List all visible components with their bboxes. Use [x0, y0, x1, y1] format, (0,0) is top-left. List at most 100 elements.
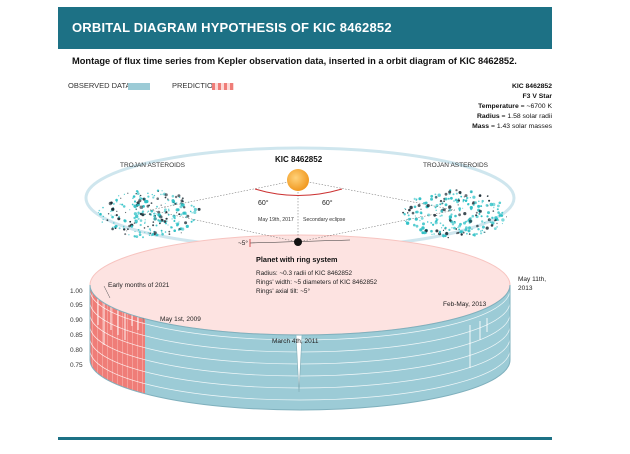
asteroid-dot [146, 204, 150, 208]
asteroid-dot [439, 232, 441, 235]
asteroid-dot [167, 213, 170, 216]
asteroid-dot [183, 206, 186, 209]
flux-tick: 0.80 [70, 347, 83, 354]
asteroid-dot [148, 213, 151, 216]
flux-tick: 0.75 [70, 362, 83, 369]
asteroid-dot [98, 209, 101, 212]
asteroid-dot [419, 219, 421, 222]
star-mass-value: 1.43 solar masses [496, 123, 552, 130]
asteroid-dot [484, 231, 486, 233]
asteroid-dot [487, 211, 490, 215]
asteroid-dot [457, 231, 460, 234]
asteroid-dot [174, 195, 178, 199]
asteroid-dot [501, 211, 504, 214]
asteroid-dot [102, 218, 104, 221]
asteroid-dot [457, 198, 460, 200]
footer-rule [58, 437, 552, 440]
asteroid-dot [173, 229, 176, 232]
asteroid-dot [444, 192, 448, 196]
asteroid-dot [451, 227, 453, 229]
asteroid-dot [176, 223, 179, 227]
asteroid-dot [417, 204, 421, 207]
asteroid-dot [408, 208, 411, 212]
asteroid-dot [159, 222, 161, 225]
asteroid-dot [414, 210, 418, 214]
asteroid-dot [156, 205, 158, 208]
asteroid-dot [439, 203, 442, 206]
legend-prediction-swatch [212, 83, 234, 90]
asteroid-dot [161, 232, 164, 236]
asteroid-dot [180, 199, 184, 203]
asteroid-dot [134, 230, 136, 233]
asteroid-dot [128, 224, 131, 228]
asteroid-dot [116, 201, 118, 203]
asteroid-dot [444, 226, 447, 229]
asteroid-dot [474, 201, 477, 205]
asteroid-dot [111, 227, 114, 231]
asteroid-dot [136, 201, 140, 205]
asteroid-dot [480, 230, 482, 232]
trojan-asteroids-right [402, 189, 507, 239]
asteroid-dot [153, 194, 156, 197]
asteroid-dot [164, 208, 167, 212]
asteroid-dot [404, 208, 406, 210]
asteroid-dot [444, 234, 447, 238]
trojan-asteroids-left [97, 189, 201, 239]
asteroid-dot [107, 213, 110, 215]
asteroid-dot [463, 212, 467, 216]
asteroid-dot [413, 205, 417, 209]
asteroid-dot [126, 230, 128, 232]
asteroid-dot [137, 211, 140, 214]
asteroid-dot [435, 229, 439, 233]
asteroid-dot [437, 193, 441, 197]
asteroid-dot [132, 197, 134, 199]
asteroid-dot [462, 201, 464, 203]
asteroid-dot [110, 214, 112, 216]
asteroid-dot [430, 222, 433, 224]
band-outline [89, 285, 511, 411]
asteroid-dot [459, 222, 462, 226]
asteroid-dot [419, 228, 423, 232]
asteroid-dot [441, 203, 443, 205]
asteroid-dot [106, 219, 109, 222]
asteroid-dot [139, 223, 142, 227]
asteroid-dot [135, 214, 139, 219]
asteroid-dot [442, 208, 446, 212]
planet-radius: Radius: ~0.3 radii of KIC 8462852 [256, 270, 353, 277]
asteroid-dot [405, 209, 407, 210]
asteroid-dot [413, 197, 416, 200]
asteroid-dot [167, 209, 170, 212]
asteroid-dot [164, 193, 168, 197]
star-label: KIC 8462852 [275, 155, 323, 164]
asteroid-dot [465, 220, 468, 223]
asteroid-dot [163, 220, 167, 223]
asteroid-dot [420, 216, 421, 218]
flux-tick: 0.95 [70, 302, 83, 309]
asteroid-dot [469, 206, 473, 210]
asteroid-dot [478, 212, 481, 215]
asteroid-dot [159, 215, 163, 219]
asteroid-dot [434, 193, 437, 196]
asteroid-dot [469, 219, 473, 223]
asteroid-dot [481, 199, 484, 203]
asteroid-dot [147, 232, 149, 234]
asteroid-dot [102, 215, 105, 218]
asteroid-dot [424, 201, 428, 205]
asteroid-dot [433, 213, 437, 217]
asteroid-dot [455, 189, 458, 192]
asteroid-dot [472, 195, 476, 199]
asteroid-dot [407, 214, 410, 217]
asteroid-dot [149, 232, 151, 235]
asteroid-dot [152, 224, 155, 227]
asteroid-dot [489, 221, 492, 223]
asteroid-dot [173, 220, 176, 222]
star-mass-label: Mass [472, 123, 490, 130]
asteroid-dot [124, 233, 127, 236]
asteroid-dot [434, 220, 438, 223]
asteroid-dot [152, 221, 155, 223]
asteroid-dot [171, 226, 173, 229]
star-info-type: F3 V Star [522, 93, 552, 100]
asteroid-dot [498, 214, 501, 217]
asteroid-dot [152, 196, 155, 199]
asteroid-dot [120, 197, 122, 199]
